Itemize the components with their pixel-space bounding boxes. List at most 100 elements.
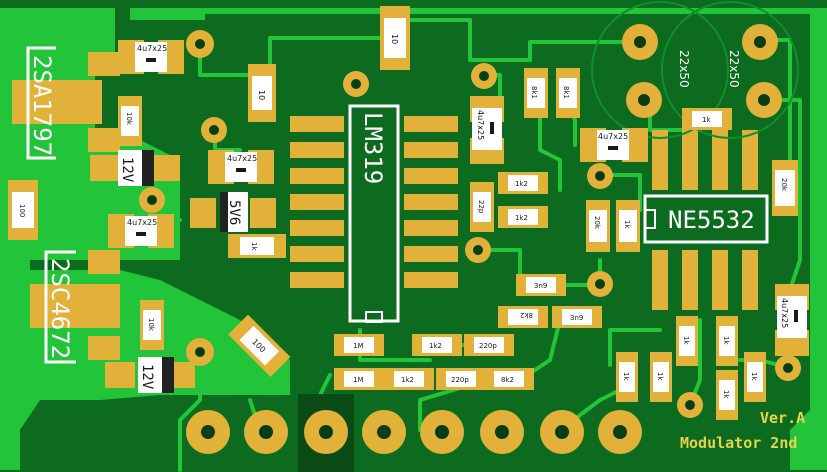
capacitor-c6-label: 4u7x25: [780, 298, 789, 328]
pad: [471, 63, 497, 89]
pad: [746, 82, 782, 118]
resistor-r1k2b-label: 1k2: [515, 214, 528, 222]
resistor-r10k2: 10k: [140, 300, 164, 350]
capacitor-n1-label: 3n9: [534, 282, 547, 290]
resistor-r1Ma-label: 1M: [353, 342, 364, 350]
resistor-r10b: 10: [380, 6, 410, 70]
resistor-r1k_h: 1k: [716, 370, 738, 420]
resistor-r1Ma: 1M: [334, 334, 384, 356]
resistor-r1k_b-label: 1k: [702, 116, 711, 124]
capacitor-c5-label: 4u7x25: [598, 132, 628, 141]
resistor-r1k_c-label: 1k: [623, 220, 631, 229]
board-version: Ver.A: [760, 409, 805, 427]
resistor-r8k2: 8k1: [556, 68, 580, 118]
capacitor-n2-label: 3n9: [570, 314, 583, 322]
resistor-r1Mb-label: 1M: [353, 376, 364, 384]
regulator-z1-label: 12V: [119, 157, 135, 183]
regulator-z2-label: 12V: [139, 364, 155, 390]
capacitor-p3-label: 220p: [451, 376, 469, 384]
resistor-r20kb: 20k: [772, 160, 798, 216]
capacitor-c5: 4u7x25: [580, 128, 648, 162]
capacitor-p2: 220p: [464, 334, 514, 356]
transistor-q1-label: 2SA1797: [28, 55, 56, 156]
resistor-r1k2c: 1k2: [412, 334, 462, 356]
resistor-r10k1: 10k: [118, 96, 142, 146]
resistor-r1Mb: 1M: [334, 368, 384, 390]
pad: [775, 355, 801, 381]
connector-pin: [480, 410, 524, 454]
pad: [186, 338, 214, 366]
through-hole-pads: [139, 24, 801, 418]
resistor-r1k_d: 1k: [676, 316, 698, 366]
board-name: Modulator 2nd: [680, 434, 797, 452]
resistor-r1k2d-label: 1k2: [401, 376, 414, 384]
regulator-z3-label: 5V6: [226, 200, 242, 225]
ic-u1-label: LM319: [359, 112, 387, 184]
pad: [201, 117, 227, 143]
capacitor-e1: 22x50: [591, 1, 729, 139]
transistor-q1: 2SA1797: [12, 46, 120, 160]
resistor-r1k_a: 1k: [228, 234, 286, 258]
capacitor-n1: 3n9: [516, 274, 566, 296]
resistor-r1k_h-label: 1k: [722, 390, 730, 399]
resistor-r20kb-label: 20k: [780, 178, 788, 192]
pad: [742, 24, 778, 60]
pad: [465, 237, 491, 263]
resistor-r1k_i: 1k: [744, 352, 766, 402]
pad: [587, 271, 613, 297]
capacitor-n2: 3n9: [552, 306, 602, 328]
connector-pin: [540, 410, 584, 454]
resistor-r100b: 100: [228, 314, 291, 377]
capacitor-p1-label: 22p: [477, 200, 485, 214]
capacitor-c4: 4u7x25: [470, 96, 504, 164]
pad: [622, 24, 658, 60]
ic-u2-label: NE5532: [668, 206, 755, 234]
resistor-r1k_i-label: 1k: [750, 372, 758, 381]
resistor-r8k2b-label: 8k2: [501, 376, 514, 384]
capacitor-c1: 4u7x25: [118, 40, 184, 74]
capacitor-e2: 22x50: [661, 1, 799, 139]
regulator-z2: 12V: [105, 357, 195, 393]
resistor-r1k_d-label: 1k: [682, 336, 690, 345]
capacitor-p3: 220p: [436, 368, 486, 390]
pad: [626, 82, 662, 118]
resistor-r1k_e-label: 1k: [722, 336, 730, 345]
resistor-r1k_f-label: 1k: [622, 372, 630, 381]
resistor-r1k_a-label: 1k: [250, 242, 258, 251]
resistor-r8k2a-label: 8k2: [520, 311, 533, 319]
resistor-r8k1: 8k1: [524, 68, 548, 118]
resistor-r10b-label: 10: [390, 34, 399, 44]
regulator-z3: 5V6: [190, 192, 276, 232]
resistor-r8k2a: 8k2: [498, 306, 548, 328]
resistor-r8k1-label: 8k1: [530, 86, 538, 99]
pad: [343, 71, 369, 97]
capacitor-c3-label: 4u7x25: [127, 218, 157, 227]
resistor-r1k_g: 1k: [650, 352, 672, 402]
capacitor-c2-label: 4u7x25: [227, 154, 257, 163]
connector-pin: [244, 410, 288, 454]
resistor-r8k2-label: 8k1: [562, 86, 570, 99]
resistor-r10k1-label: 10k: [125, 112, 133, 126]
resistor-r10a-label: 10: [257, 90, 266, 100]
resistor-r1k2a-label: 1k2: [515, 180, 528, 188]
resistor-r10k2-label: 10k: [147, 318, 155, 332]
pad: [139, 187, 165, 213]
transistor-q2-label: 2SC4672: [46, 258, 74, 359]
resistor-r20ka: 20k: [586, 200, 610, 252]
resistor-r1k_e: 1k: [716, 316, 738, 366]
resistor-r1k2a: 1k2: [498, 172, 548, 194]
resistor-r20ka-label: 20k: [593, 216, 601, 230]
resistor-r1k_c: 1k: [616, 200, 640, 252]
resistor-r100a: 100: [8, 180, 38, 240]
resistor-r10a: 10: [248, 64, 276, 122]
pad: [587, 163, 613, 189]
edge-connector: [186, 394, 642, 472]
capacitor-c6: 4u7x25: [775, 284, 809, 356]
resistor-r1k2b: 1k2: [498, 206, 548, 228]
resistor-r1k_g-label: 1k: [656, 372, 664, 381]
resistor-r1k_f: 1k: [616, 352, 638, 402]
pad: [677, 392, 703, 418]
capacitor-c1-label: 4u7x25: [137, 44, 167, 53]
regulator-z1: 12V: [90, 150, 180, 186]
